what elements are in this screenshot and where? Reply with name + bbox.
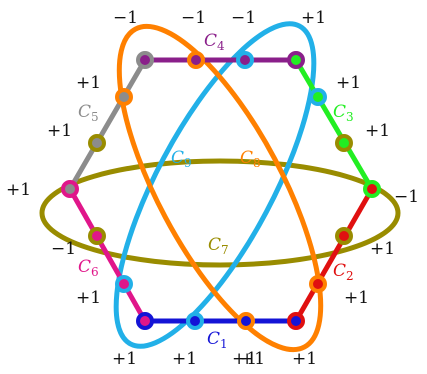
sign-ll-1: −1 [51,239,76,259]
node-bottom-left [136,312,154,330]
edge-c3 [293,58,375,191]
node-c6-cyan [115,275,133,293]
node-c2-olive [335,227,353,245]
label-c6: C6 [78,257,99,279]
sign-ul-2: +1 [47,121,72,141]
node-c5-orange [115,88,133,106]
node-left [61,180,79,198]
curve-c8 [116,23,324,353]
label-c2: C2 [333,261,354,283]
sign-bot-1: +1 [172,349,197,369]
node-c1-orange [237,312,255,330]
sign-top-3: −1 [231,8,256,28]
node-bottom-right [287,312,305,330]
node-top-left [136,51,154,69]
node-top-right [287,51,305,69]
sign-top-4: +1 [301,8,326,28]
label-c7: C7 [208,235,229,257]
node-c5-olive [88,134,106,152]
label-c9: C9 [171,148,192,170]
node-c2-orange [309,275,327,293]
sign-bot-2: +1 [232,349,257,369]
node-c3-cyan [309,88,327,106]
node-right [363,180,381,198]
curve-c7 [39,158,401,268]
sign-bot-3: +1 [240,349,265,369]
sign-right: −1 [394,187,419,207]
edge-c2 [293,187,375,323]
node-c6-olive [88,227,106,245]
sign-lr-2: +1 [344,288,369,308]
node-c3-olive [335,134,353,152]
label-c3: C3 [333,102,354,124]
sign-left: +1 [6,180,31,200]
sign-bl: +1 [112,349,137,369]
sign-ul-1: +1 [76,73,101,93]
node-c4-cyan [236,51,254,69]
sign-ur-1: +1 [336,73,361,93]
label-c5: C5 [78,102,99,124]
edge-c5 [67,58,148,191]
label-c4: C4 [204,31,225,53]
node-c4-orange [187,51,205,69]
sign-ll-2: +1 [76,288,101,308]
sign-top-1: −1 [113,8,138,28]
edge-c6 [67,187,148,323]
sign-top-2: −1 [181,8,206,28]
curve-c9 [113,21,317,349]
sign-lr-1: +1 [370,239,395,259]
sign-bot-4: +1 [292,349,317,369]
sign-ur-2: +1 [365,121,390,141]
label-c1: C1 [207,329,228,351]
node-c1-cyan [186,312,204,330]
label-c8: C8 [240,148,261,170]
